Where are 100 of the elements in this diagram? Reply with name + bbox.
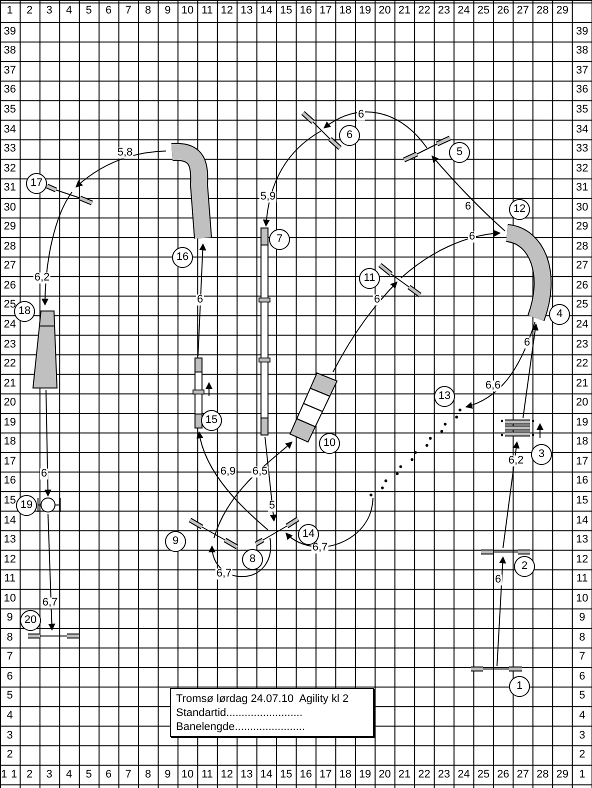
column-number: 3 [46,6,52,16]
callout-number: 19 [16,495,37,516]
edge-label: 6 [372,294,382,306]
row-number: 20 [4,398,16,409]
callout-number: 16 [172,247,193,268]
course-path [286,498,374,548]
row-number: 24 [576,320,588,331]
row-number: 2 [579,750,586,761]
row-number: 28 [576,241,588,252]
column-number: 2 [26,769,33,780]
column-number: 1 [10,769,18,780]
row-number: 32 [4,163,16,174]
row-number: 38 [576,46,588,57]
edge-label: 6,2 [507,456,525,466]
row-number: 11 [4,574,16,585]
course-path [496,556,506,666]
callout-number: 11 [359,268,380,289]
edge-label: 6 [464,202,472,212]
callout-number: 2 [514,556,535,577]
row-number: 11 [576,574,588,585]
row-number: 20 [576,398,588,409]
row-number: 38 [4,46,16,57]
row-number: 23 [576,339,588,350]
column-number: 3 [46,769,52,780]
row-number: 23 [4,339,16,350]
jump-obstacle [468,664,525,674]
course-path [323,112,428,148]
jump-obstacle [44,182,96,206]
info-text: Tromsø lørdag 24.07.10 Agility kl 2 [176,692,350,706]
callout-number: 4 [549,304,570,325]
tire-obstacle [36,496,62,514]
column-number: 13 [240,6,253,16]
callout-number: 3 [531,444,552,465]
callout-number: 9 [165,531,186,552]
edge-label: 5 [268,500,276,512]
column-number: 22 [418,6,430,16]
column-number: 23 [438,6,450,16]
column-number: 18 [339,6,352,16]
plank-obstacle [259,226,270,437]
row-number: 29 [576,222,588,233]
edge-label: 6 [522,338,532,348]
plank-obstacle [191,356,206,430]
edge-label: 6,7 [215,568,233,580]
column-number: 1 [6,6,13,16]
row-number: 19 [576,417,588,428]
column-number: 22 [418,769,430,780]
row-number: 27 [576,260,588,272]
column-number: 10 [181,6,194,16]
column-number: 4 [66,6,72,16]
row-number: 6 [6,671,13,682]
row-number: 31 [576,182,588,194]
column-number: 29 [556,769,569,780]
column-number: 26 [497,6,510,16]
row-number: 15 [576,495,588,506]
edge-label: 6,7 [311,542,329,554]
row-number: 34 [576,124,588,136]
row-number: 8 [579,632,586,644]
row-number: 28 [4,241,16,252]
row-number: 14 [576,515,588,526]
column-number: 16 [300,769,312,780]
row-number: 3 [579,730,586,742]
column-number: 14 [260,769,273,780]
row-number: 9 [579,612,586,624]
row-number: 21 [4,378,16,390]
row-number: 1 [0,769,8,780]
row-number: 2 [6,750,13,761]
edge-label: 5,9 [259,192,277,202]
column-number: 23 [438,769,450,780]
course-path [196,431,268,530]
row-number: 10 [4,593,16,604]
course-path [48,514,56,631]
column-number: 9 [164,6,171,16]
course-path [400,230,501,278]
column-number: 6 [105,6,112,16]
column-number: 14 [260,6,273,16]
chute-obstacle [31,308,59,390]
row-number: 9 [6,612,13,624]
row-number: 8 [6,632,13,644]
course-path [42,192,72,306]
course-path [332,282,398,372]
row-number: 18 [4,436,16,448]
column-number: 19 [358,6,372,16]
edge-label: 6 [356,110,366,120]
row-number: 24 [4,320,16,331]
callout-number: 10 [319,433,340,454]
row-number: 35 [4,104,16,116]
column-number: 10 [181,769,194,780]
column-number: 15 [280,769,292,780]
edge-label: 5,8 [116,148,134,158]
row-number: 33 [576,144,588,155]
row-number: 7 [579,652,586,663]
row-number: 36 [4,84,16,96]
row-number: 5 [6,690,13,702]
column-number: 25 [477,6,490,16]
info-text: Banelengde....................... [176,720,306,734]
callout-number: 7 [269,229,290,250]
row-number: 32 [576,163,588,174]
column-number: 9 [164,769,171,780]
edge-label: 6,2 [33,272,51,284]
row-number: 4 [579,710,586,722]
